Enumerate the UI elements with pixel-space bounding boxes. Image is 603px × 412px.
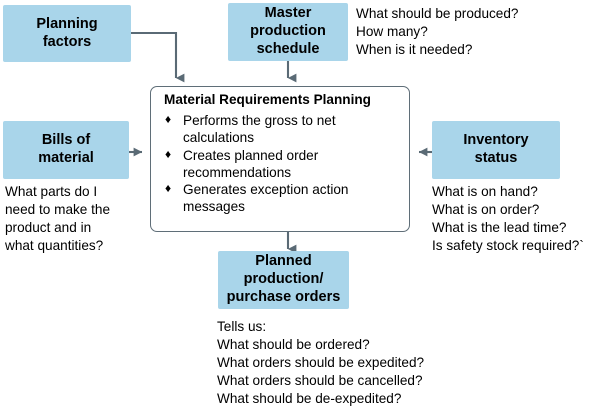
mrp-bullet-item: ♦ Generates exception action messages <box>164 181 400 216</box>
diamond-bullet-icon: ♦ <box>165 181 172 195</box>
mrp-bullet-item: ♦ Creates planned order recommendations <box>164 147 400 182</box>
node-master-production-schedule-label: Master production schedule <box>250 5 326 57</box>
node-inventory-status-label: Inventory status <box>463 132 529 166</box>
note-inventory-status-questions: What is on hand? What is on order? What … <box>432 184 584 253</box>
node-planning-factors[interactable]: Planning factors <box>3 5 131 62</box>
mrp-bullet-text: Performs the gross to net calculations <box>183 113 336 146</box>
node-bills-of-material[interactable]: Bills of material <box>3 121 129 179</box>
diamond-bullet-icon: ♦ <box>165 146 172 161</box>
node-master-production-schedule[interactable]: Master production schedule <box>228 3 348 61</box>
node-material-requirements-planning[interactable]: Material Requirements Planning ♦ Perform… <box>150 86 410 232</box>
mrp-bullet-item: ♦ Performs the gross to net calculations <box>164 112 400 147</box>
mrp-title: Material Requirements Planning <box>164 92 371 107</box>
connector-planning-factors-to-mrp <box>131 31 185 83</box>
note-output-questions: Tells us: What should be ordered? What o… <box>217 319 425 406</box>
node-planned-orders[interactable]: Planned production/ purchase orders <box>218 251 349 309</box>
note-bills-of-material-questions: What parts do I need to make the product… <box>5 184 111 253</box>
mrp-bullet-text: Creates planned order recommendations <box>183 147 319 180</box>
note-master-production-schedule-questions: What should be produced? How many? When … <box>356 6 519 57</box>
diamond-bullet-icon: ♦ <box>165 112 172 126</box>
mrp-bullet-list: ♦ Performs the gross to net calculations… <box>164 112 400 216</box>
node-planned-orders-label: Planned production/ purchase orders <box>226 253 341 305</box>
node-bills-of-material-label: Bills of material <box>38 132 94 166</box>
mrp-bullet-text: Generates exception action messages <box>183 182 349 215</box>
node-planning-factors-label: Planning factors <box>36 15 98 50</box>
node-inventory-status[interactable]: Inventory status <box>432 121 560 179</box>
